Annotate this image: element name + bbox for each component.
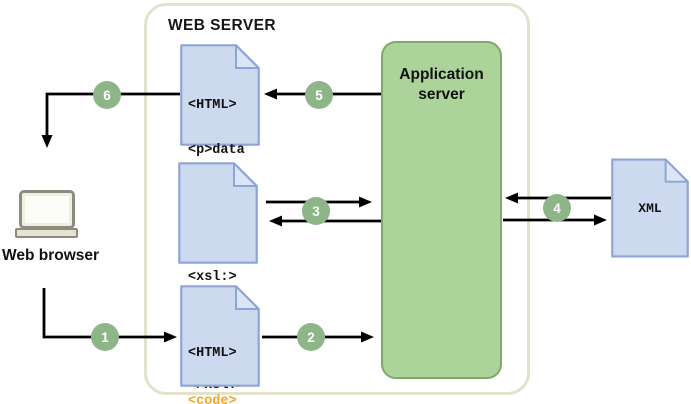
document-page-icon [611,158,689,258]
step-badge-4: 4 [543,194,571,222]
code-line: <p>data [188,143,245,158]
laptop-icon [19,190,75,229]
step-badge-6: 6 [93,81,121,109]
code-line: <xsl:> [188,270,237,285]
html-response-document: <HTML> <p>data </HTML> [180,44,260,203]
code-line: <HTML> [188,98,237,113]
html-code-code: <HTML> <code> </HTML> [188,314,245,404]
step-badge-2: 2 [297,323,325,351]
step-badge-3: 3 [302,197,330,225]
laptop-screen [25,196,69,223]
document-page-icon [178,162,258,264]
html-code-document: <HTML> <code> </HTML> [180,285,260,404]
application-server-label: Application server [383,65,500,105]
web-browser-label: Web browser [2,247,100,264]
code-line: <HTML> [188,346,237,361]
document-page-icon [180,285,260,387]
step-badge-5: 5 [305,81,333,109]
application-server-box: Application server [381,41,502,379]
document-page-icon [180,44,260,146]
xml-document: XML [611,157,689,259]
step-badge-1: 1 [91,323,119,351]
web-server-label: WEB SERVER [168,17,276,34]
application-server-label-line1: Application [399,66,484,83]
code-line-highlighted: <code> [188,394,237,404]
xml-label: XML [638,200,662,216]
laptop-base [15,228,78,238]
xsl-document: <xsl:> </xsl:> [178,162,258,393]
application-server-label-line2: server [418,86,465,103]
